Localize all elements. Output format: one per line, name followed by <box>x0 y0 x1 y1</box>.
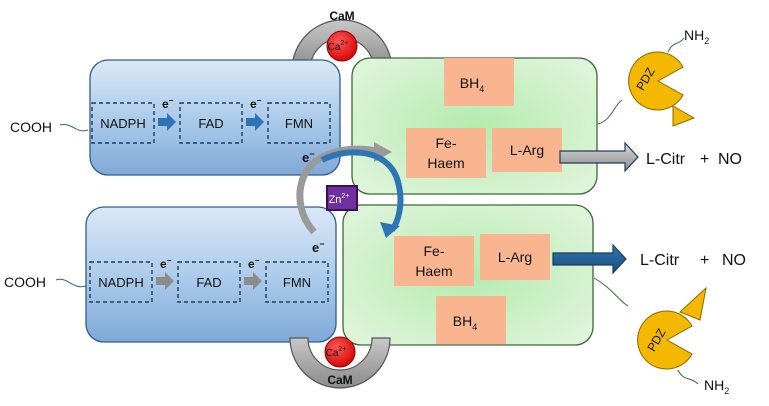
center-electron-bottom: e <box>312 240 319 255</box>
top-citr-label: L-Citr <box>646 151 686 168</box>
bottom-haem-label: Haem <box>415 263 452 279</box>
bottom-cooh-tether <box>55 278 87 288</box>
top-reductase-domain <box>89 59 341 176</box>
top-nadph-box <box>91 102 155 144</box>
bottom-arrow-fad-fmn <box>244 272 262 290</box>
top-fad-box <box>179 102 243 144</box>
top-electron-2: e <box>250 97 257 111</box>
top-ca-label: Ca <box>328 42 341 53</box>
bottom-plus-label: + <box>700 252 709 269</box>
bottom-arrow-nadph-fad <box>156 272 174 290</box>
top-plus-label: + <box>700 151 709 168</box>
top-larg-label: L-Arg <box>510 142 544 158</box>
top-cam-label: CaM <box>329 9 354 23</box>
center-electron-top: e <box>302 150 309 165</box>
top-bh4-label: BH <box>460 75 479 91</box>
top-cooh-label: COOH <box>10 119 52 135</box>
blue-electron-arrow <box>320 149 404 232</box>
svg-text:NH2: NH2 <box>704 377 729 396</box>
top-nh2-tether <box>667 37 685 53</box>
svg-text:Zn2+: Zn2+ <box>329 193 350 206</box>
svg-text:BH4: BH4 <box>453 313 477 332</box>
bottom-pdz-domain: PDZ <box>637 286 707 370</box>
top-product-arrow <box>559 141 639 173</box>
top-cooh-tether <box>59 124 89 132</box>
top-electron-1: e <box>162 97 169 111</box>
bottom-cam-label: CaM <box>327 373 352 387</box>
bottom-ca-charge: 2+ <box>338 346 346 353</box>
bottom-fmn-box <box>265 261 329 303</box>
top-pdz-tether <box>597 99 623 125</box>
bottom-product-arrow <box>552 243 627 275</box>
bottom-ca-label: Ca <box>326 348 339 359</box>
bottom-larg-box <box>480 234 550 280</box>
top-nh2-label: NH <box>684 27 704 43</box>
top-calcium-ion <box>326 30 358 62</box>
bottom-fad-box <box>177 261 241 303</box>
top-no-label: NO <box>718 151 742 168</box>
top-haem-label: Haem <box>427 155 464 171</box>
bottom-nh2-label: NH <box>704 377 724 393</box>
blue-electron-arrowhead <box>380 222 400 238</box>
top-arrow-nadph-fad <box>158 113 176 131</box>
bottom-citr-label: L-Citr <box>640 252 680 269</box>
top-fad-label: FAD <box>198 116 223 131</box>
zinc-charge: 2+ <box>341 193 349 200</box>
top-ca-charge: 2+ <box>340 40 348 47</box>
bottom-bh4-box <box>436 296 506 344</box>
svg-text:Ca2+: Ca2+ <box>328 40 349 53</box>
bottom-nadph-box <box>89 261 153 303</box>
top-arrow-fad-fmn <box>246 113 264 131</box>
grey-electron-arrow <box>296 145 382 235</box>
svg-text:e−: e− <box>250 96 262 111</box>
svg-text:e−: e− <box>302 149 315 165</box>
bottom-nadph-label: NADPH <box>98 275 144 290</box>
bottom-pdz-tether <box>593 277 629 307</box>
svg-text:e−: e− <box>248 256 260 271</box>
bottom-nh2-tether <box>677 369 699 385</box>
bottom-cooh-label: COOH <box>4 274 46 290</box>
zinc-label: Zn <box>329 194 342 206</box>
bottom-fe-label: Fe- <box>424 243 445 259</box>
top-pdz-domain: PDZ <box>628 51 696 127</box>
svg-text:Ca2+: Ca2+ <box>326 346 347 359</box>
bottom-reductase-domain <box>85 206 337 343</box>
top-fmn-box <box>267 102 331 144</box>
top-fmn-label: FMN <box>285 116 313 131</box>
top-larg-box <box>492 128 562 172</box>
svg-text:e−: e− <box>160 256 172 271</box>
top-fe-label: Fe- <box>436 135 457 151</box>
bottom-bh4-label: BH <box>453 313 472 329</box>
bottom-electron-1: e <box>160 257 167 271</box>
bottom-fe-haem-box <box>394 236 474 286</box>
top-bh4-box <box>444 58 514 106</box>
bottom-calcium-ion <box>324 336 356 368</box>
bottom-no-label: NO <box>722 252 746 269</box>
zinc-ion-box <box>326 185 358 211</box>
bottom-electron-2: e <box>248 257 255 271</box>
top-nadph-label: NADPH <box>100 116 146 131</box>
bottom-fmn-label: FMN <box>283 275 311 290</box>
bottom-calmodulin: Ca2+ CaM <box>289 336 391 389</box>
svg-text:e−: e− <box>162 96 174 111</box>
bottom-larg-label: L-Arg <box>498 249 532 265</box>
svg-text:BH4: BH4 <box>460 75 484 94</box>
bottom-fad-label: FAD <box>196 275 221 290</box>
svg-text:NH2: NH2 <box>684 27 709 46</box>
svg-text:e−: e− <box>312 239 325 255</box>
top-fe-haem-box <box>406 128 486 178</box>
